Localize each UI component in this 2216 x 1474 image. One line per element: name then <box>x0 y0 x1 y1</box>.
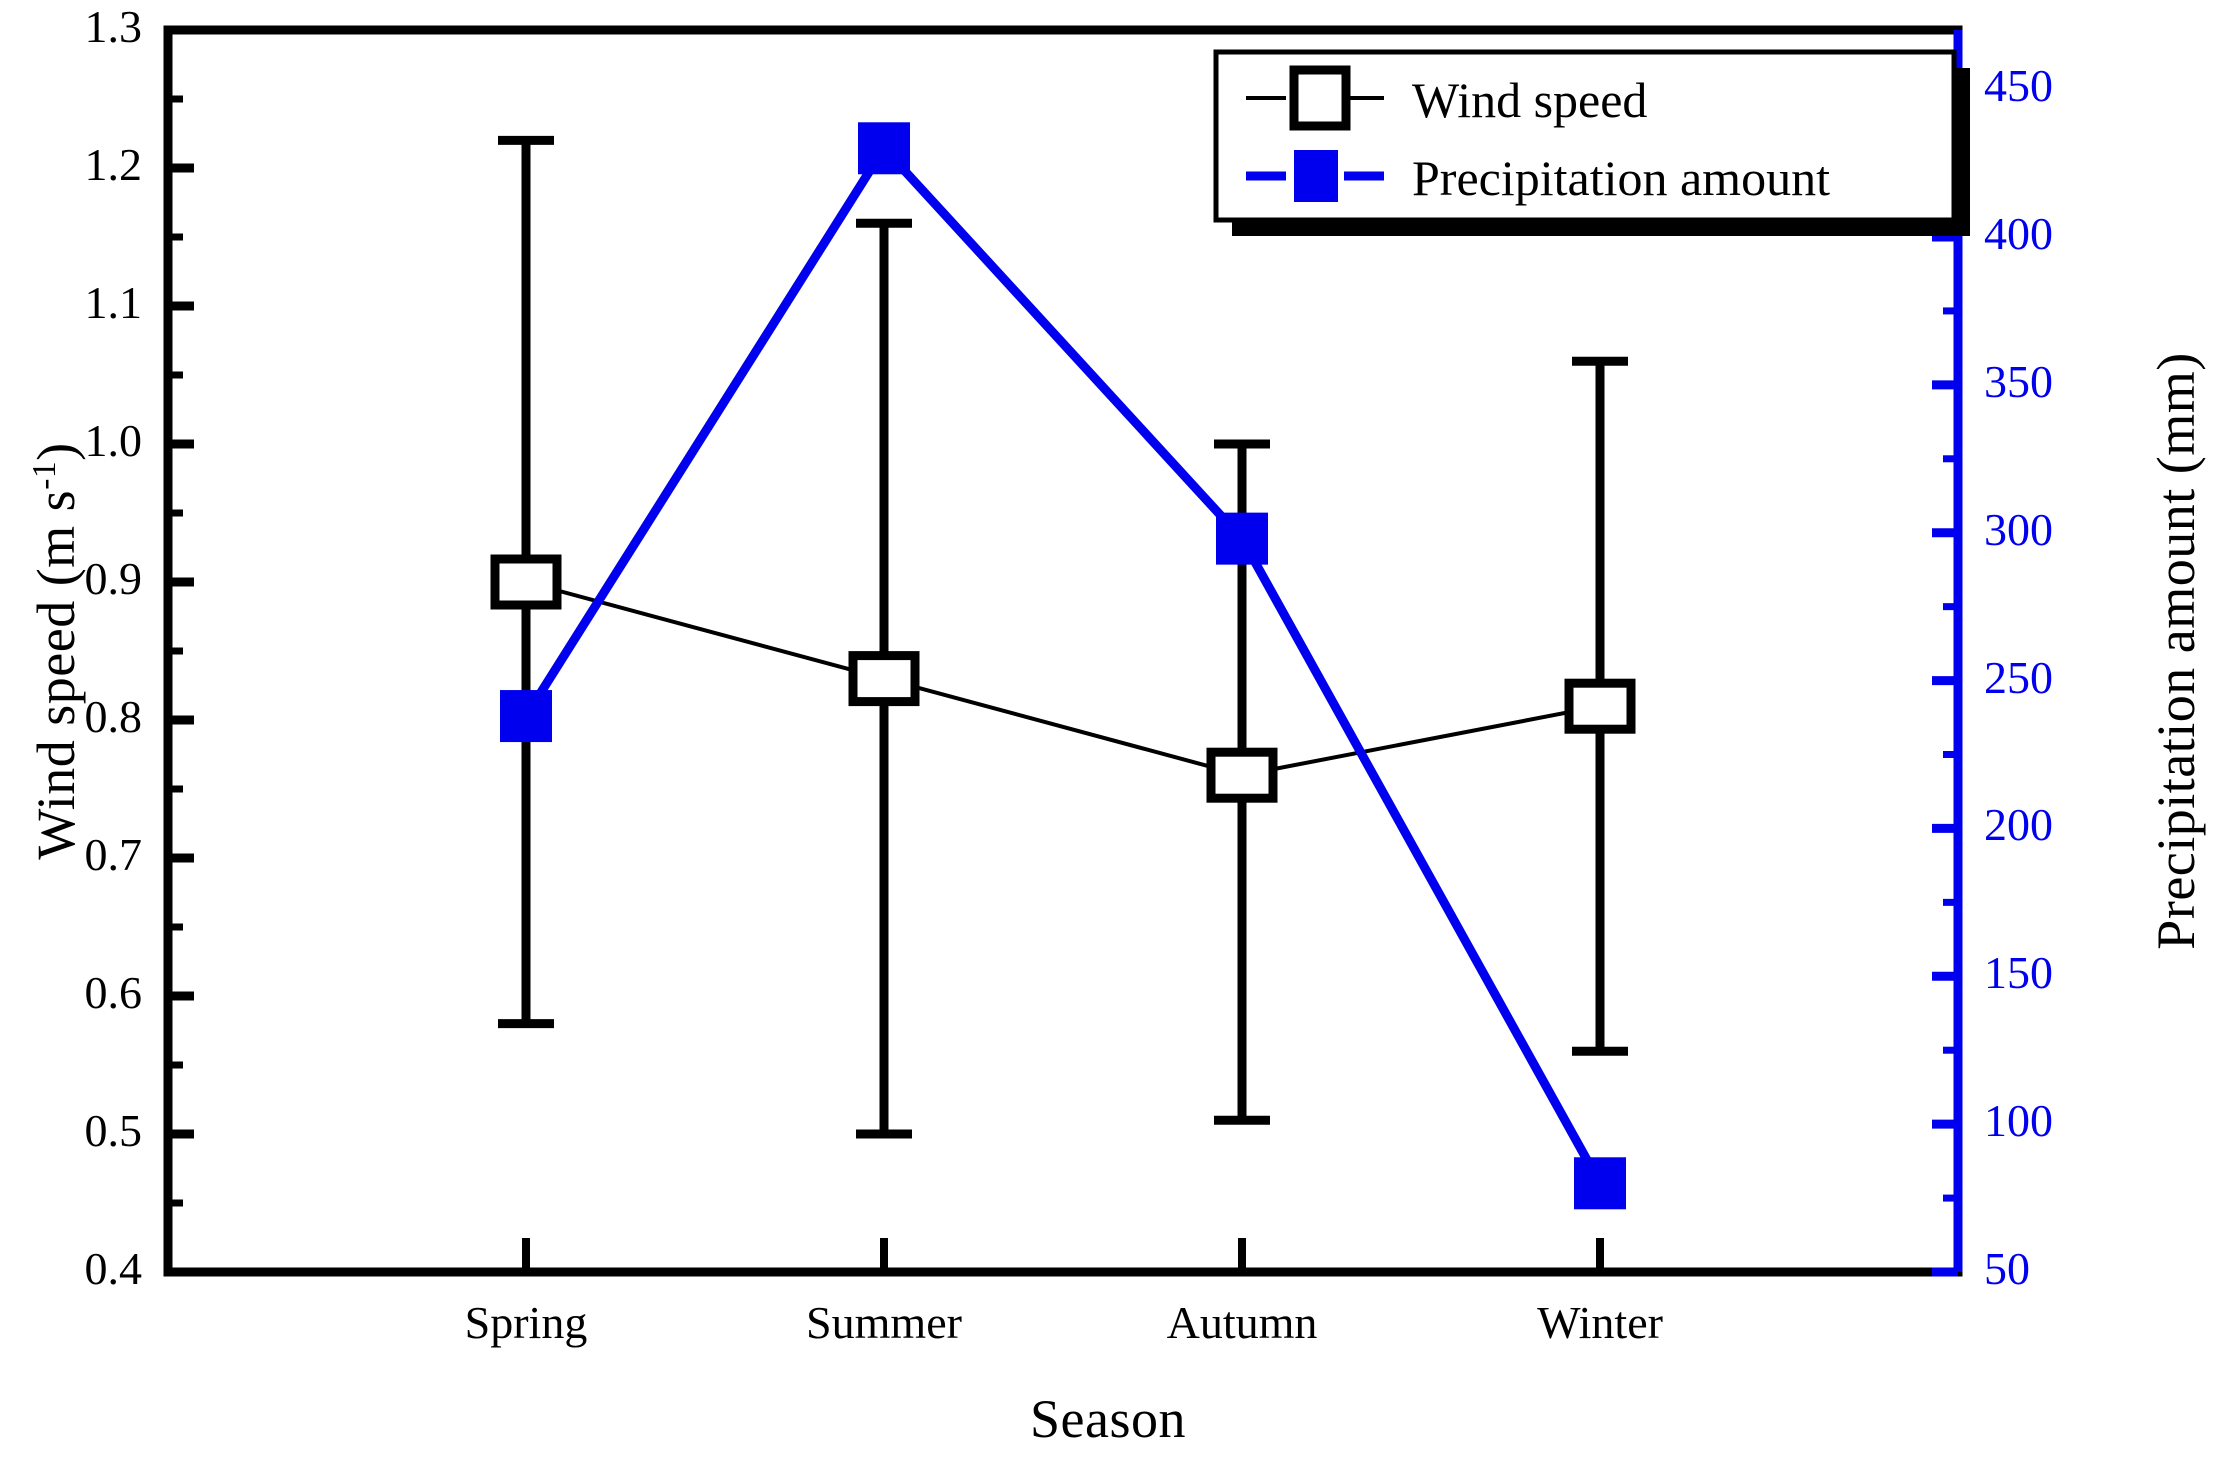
x-axis-category-label: Spring <box>464 1297 588 1348</box>
precipitation-marker[interactable] <box>500 690 552 743</box>
left-axis-tick-label: 1.1 <box>84 277 143 328</box>
right-axis-tick-label: 200 <box>1984 799 2053 851</box>
precipitation-marker[interactable] <box>1216 512 1268 565</box>
x-axis-category-label: Summer <box>806 1297 962 1348</box>
right-axis-tick-label: 300 <box>1984 503 2053 555</box>
legend-label: Wind speed <box>1412 72 1647 128</box>
left-axis-tick-label: 0.4 <box>84 1243 143 1294</box>
wind-speed-marker[interactable] <box>1564 678 1636 734</box>
right-axis-tick-label: 150 <box>1984 947 2053 999</box>
right-axis-tick-label: 100 <box>1984 1095 2053 1147</box>
x-axis-category-label: Autumn <box>1166 1297 1318 1348</box>
left-axis-tick-label: 0.6 <box>84 967 143 1018</box>
left-axis-tick-label: 0.9 <box>84 553 143 604</box>
left-axis-tick-label: 0.5 <box>84 1105 143 1156</box>
precipitation-marker[interactable] <box>1574 1157 1626 1210</box>
wind-speed-line <box>525 580 1601 778</box>
wind-speed-marker[interactable] <box>1206 747 1278 803</box>
wind-speed-marker[interactable] <box>490 554 562 610</box>
x-axis-title: Season <box>1030 1389 1186 1449</box>
right-axis-tick-label: 450 <box>1984 60 2053 112</box>
left-axis-tick-label: 0.8 <box>84 691 143 742</box>
x-axis-category-label: Winter <box>1537 1297 1663 1348</box>
left-axis-tick-label: 0.7 <box>84 829 143 880</box>
wind-speed-marker[interactable] <box>848 651 920 707</box>
left-axis-tick-label: 1.2 <box>84 139 143 190</box>
right-axis-tick-label: 250 <box>1984 651 2053 703</box>
left-axis-tick-label: 1.3 <box>84 1 143 52</box>
legend-label: Precipitation amount <box>1412 150 1830 206</box>
right-axis-tick-label: 50 <box>1984 1243 2030 1294</box>
precipitation-line <box>522 140 1604 1186</box>
right-axis-tick-label: 350 <box>1984 355 2053 407</box>
legend-marker-filled-square[interactable] <box>1294 150 1338 202</box>
precipitation-marker[interactable] <box>858 122 910 175</box>
right-axis-tick-label: 400 <box>1984 208 2053 259</box>
left-axis-tick-label: 1.0 <box>84 415 143 466</box>
legend-marker-open-square[interactable] <box>1289 65 1351 131</box>
